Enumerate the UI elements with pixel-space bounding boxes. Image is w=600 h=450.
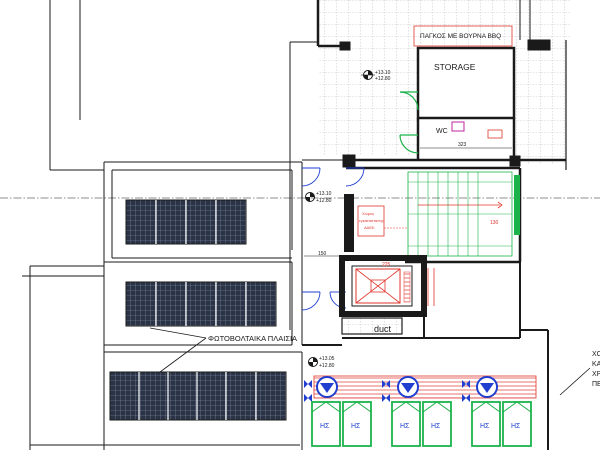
storage-door xyxy=(399,91,419,154)
water-heater-6: ΗΣ xyxy=(502,401,532,447)
bbq-label: ΠΑΓΚΟΣ ΜΕ ΒΟΥΡΝΑ BBQ xyxy=(420,33,501,40)
edge-note-1: ΧΟ xyxy=(592,351,600,358)
pv-array-1 xyxy=(125,199,247,245)
dim-323: 323 xyxy=(458,142,467,148)
pv-label: ΦΩΤΟΒΟΛΤΑΙΚΑ ΠΛΑΙΣΙΑ xyxy=(208,334,297,343)
edge-note-2: ΚΑ xyxy=(592,361,600,368)
water-heater-5: ΗΣ xyxy=(471,401,501,447)
technical-room xyxy=(344,194,385,252)
corridor-doors xyxy=(301,167,365,311)
duct-label: duct xyxy=(374,324,392,334)
edge-note-leader xyxy=(559,367,591,396)
storage-room xyxy=(416,46,516,160)
dim-150: 150 xyxy=(318,251,327,257)
pipe-zone xyxy=(313,375,537,399)
water-heater-1: ΗΣ xyxy=(311,401,341,447)
storage-label: STORAGE xyxy=(434,62,476,72)
pv-array-3 xyxy=(109,371,287,421)
edge-note-3: ΧΡ xyxy=(592,371,600,378)
water-heater-3: ΗΣ xyxy=(391,401,421,447)
duct-box xyxy=(341,317,403,335)
note-line-1: Χώρος xyxy=(362,211,374,216)
elevation-marker-top xyxy=(361,70,375,80)
heater-label: ΗΣ xyxy=(480,423,490,430)
upper-walls xyxy=(289,0,567,330)
heater-label: ΗΣ xyxy=(511,423,521,430)
elev-low-b: +12.80 xyxy=(319,363,335,369)
pump-3 xyxy=(476,376,498,398)
left-roof-outline xyxy=(22,0,303,450)
dim-130: 130 xyxy=(490,220,499,226)
wc-toilet xyxy=(487,129,503,139)
elev-top-b: +12.80 xyxy=(375,76,391,82)
terrace-tiles-left xyxy=(318,48,418,156)
heater-label: ΗΣ xyxy=(351,423,361,430)
heater-label: ΗΣ xyxy=(431,423,441,430)
elev-mid-b: +12.80 xyxy=(316,198,332,204)
edge-note-4: ΠΕ xyxy=(592,381,600,388)
pump-2 xyxy=(397,376,419,398)
water-heater-4: ΗΣ xyxy=(422,401,452,447)
heater-label: ΗΣ xyxy=(320,423,330,430)
note-line-2: εγκατάστασης xyxy=(359,218,384,223)
elev-top-a: +13.10 xyxy=(375,70,391,76)
water-heater-2: ΗΣ xyxy=(342,401,372,447)
wc-label: WC xyxy=(436,128,448,135)
wc-sink xyxy=(451,121,465,132)
elev-mid-a: +13.10 xyxy=(316,191,332,197)
bbq-counter xyxy=(413,25,513,47)
elevation-marker-low xyxy=(308,357,318,367)
heater-label: ΗΣ xyxy=(400,423,410,430)
pv-array-2 xyxy=(125,281,277,327)
note-line-3: ΑΑΕΚ xyxy=(364,225,375,230)
terrace-tiles-right xyxy=(516,40,566,165)
lower-walls xyxy=(302,262,549,450)
water-heaters: ΗΣ ΗΣ ΗΣ ΗΣ ΗΣ ΗΣ xyxy=(311,401,532,447)
pv-leader-lines xyxy=(149,327,207,373)
pump-1 xyxy=(316,376,338,398)
valve-marks xyxy=(304,380,470,402)
dim-225: 225 xyxy=(382,262,391,268)
elevation-marker-mid xyxy=(305,192,315,202)
elev-low-a: +13.05 xyxy=(319,356,335,362)
